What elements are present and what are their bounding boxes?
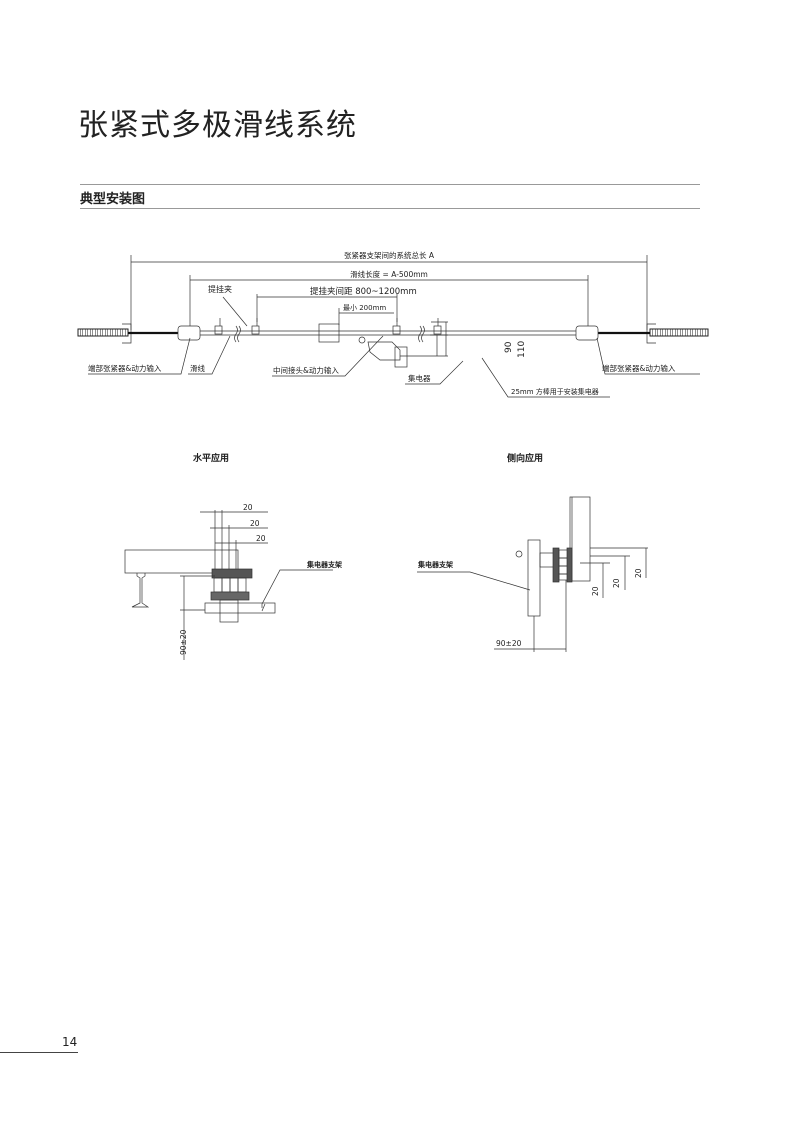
l-label-bracket: 集电器支架 [417, 560, 453, 569]
overview-drawing: 张紧器支架间的系统总长 A 滑线长度 = A-500mm 提挂夹间距 800~1… [77, 250, 709, 398]
horizontal-title: 水平应用 [193, 452, 229, 464]
horizontal-application-drawing: 水平应用 20 20 20 集电器支架 90±20 [124, 452, 342, 660]
page-title: 张紧式多极滑线系统 [78, 108, 357, 143]
dim-total: 张紧器支架间的系统总长 A [344, 250, 435, 260]
h-dim-height: 90±20 [179, 629, 188, 655]
label-hanger: 提挂夹 [208, 284, 232, 294]
l-dim-20-1: 20 [591, 586, 600, 596]
tensioner-right [575, 325, 599, 341]
spring-right [649, 328, 709, 337]
lateral-application-drawing: 侧向应用 20 20 20 集电器支架 90±20 [417, 452, 648, 652]
l-dim-width: 90±20 [496, 639, 522, 648]
page-number: 14 [62, 1035, 78, 1049]
section-top-rule [80, 184, 700, 185]
label-rail: 滑线 [190, 363, 205, 373]
section-bottom-rule [80, 208, 700, 209]
hangers [214, 318, 442, 335]
label-square-bar: 25mm 方棒用于安装集电器 [511, 387, 599, 396]
label-joint: 中间接头&动力输入 [273, 365, 339, 375]
l-dim-20-3: 20 [634, 568, 643, 578]
dim-min: 最小 200mm [343, 303, 386, 312]
dim-rail-length: 滑线长度 = A-500mm [350, 269, 428, 279]
dim-hanger-spacing: 提挂夹间距 800~1200mm [310, 286, 417, 297]
label-collector: 集电器 [408, 373, 431, 383]
dim-90: 90 [504, 341, 514, 353]
label-end-tensioner-left: 端部张紧器&动力输入 [88, 363, 162, 373]
tensioner-left [177, 325, 201, 341]
section-heading: 典型安装图 [80, 192, 146, 207]
joint-box [318, 323, 340, 343]
h-dim-20-1: 20 [243, 503, 253, 512]
l-dim-20-2: 20 [612, 578, 621, 588]
spring-left [77, 328, 129, 337]
collector [358, 336, 408, 368]
label-end-tensioner-right: 端部张紧器&动力输入 [602, 363, 676, 373]
lateral-title: 侧向应用 [507, 452, 543, 464]
h-dim-20-3: 20 [256, 534, 266, 543]
h-label-bracket: 集电器支架 [306, 560, 342, 569]
page-number-rule [0, 1052, 78, 1053]
h-dim-20-2: 20 [250, 519, 260, 528]
dim-110: 110 [517, 341, 527, 358]
